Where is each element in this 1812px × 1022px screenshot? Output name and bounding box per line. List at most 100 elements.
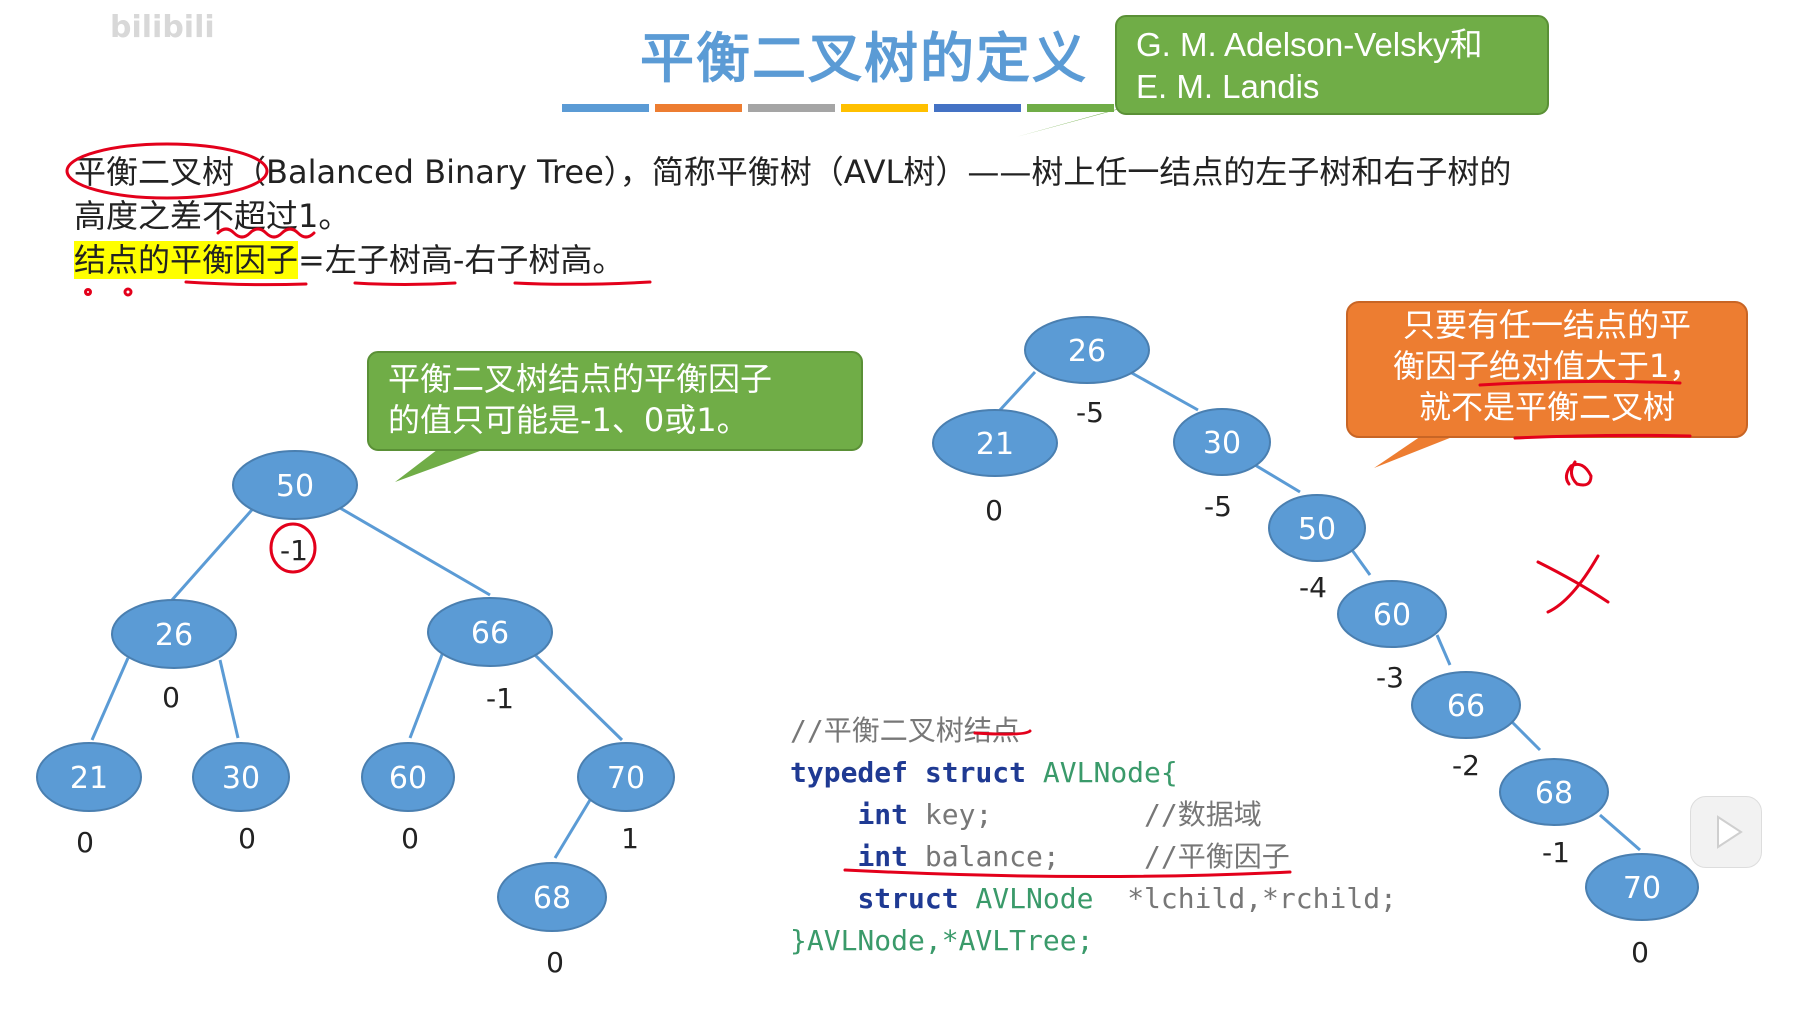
left-callout: 平衡二叉树结点的平衡因子 的值只可能是-1、0或1。 [388, 359, 772, 441]
right-callout-line1: 只要有任一结点的平 [1402, 306, 1691, 344]
right-tree-edge [998, 370, 1037, 412]
left-tree-edge [218, 659, 240, 739]
balance-factor: -2 [1452, 749, 1480, 782]
right-tree-balance-factors: -5 0 -5 -4 -3 -2 -1 0 [985, 396, 1649, 969]
left-tree-edge [170, 502, 260, 601]
inventor-callout-line1: G. M. Adelson-Velsky和 [1136, 26, 1483, 63]
code-type: AVLNode{ [1042, 756, 1178, 789]
tree-node [192, 742, 290, 812]
tree-node [577, 742, 675, 812]
tree-node [1585, 853, 1699, 921]
right-tree-edge [1435, 634, 1452, 666]
tree-node [1268, 494, 1366, 562]
definition-line2: 高度之差不超过1。 [74, 197, 351, 235]
annotation-circle-bf [269, 522, 317, 574]
tree-node [1337, 580, 1447, 648]
color-bar-segment [562, 104, 649, 112]
left-callout-line2: 的值只可能是-1、0或1。 [388, 401, 749, 439]
right-tree-keys: 26 21 30 50 60 66 68 70 [976, 334, 1661, 906]
annotation-underline [973, 729, 1032, 736]
balance-factor: 0 [1631, 936, 1649, 969]
tree-node [361, 742, 455, 812]
tree-node [427, 597, 553, 667]
definition-paragraph: 平衡二叉树（Balanced Binary Tree），简称平衡树（AVL树）—… [74, 150, 1511, 282]
tree-node [497, 862, 607, 932]
balance-factor: 0 [985, 494, 1003, 527]
left-tree-edge [553, 799, 592, 859]
right-tree-edge [1129, 370, 1199, 412]
code-keyword: struct [857, 882, 959, 915]
balance-factor: -1 [1542, 836, 1570, 869]
code-keyword: int [857, 798, 909, 831]
tree-node [1411, 671, 1521, 739]
annotation-underline-wavy [216, 227, 316, 239]
code-comment-inline: //数据域 [1144, 798, 1262, 831]
code-keyword: int [857, 840, 909, 873]
left-tree-edge [90, 657, 130, 741]
play-button[interactable] [1690, 796, 1762, 868]
balance-factor: 0 [162, 681, 180, 714]
code-keyword: typedef [790, 756, 909, 789]
left-callout-line1: 平衡二叉树结点的平衡因子 [388, 360, 773, 398]
right-callout-line2: 衡因子绝对值大于1， [1392, 347, 1702, 385]
node-key: 66 [471, 616, 509, 651]
node-key: 66 [1447, 689, 1485, 724]
right-callout: 只要有任一结点的平 衡因子绝对值大于1， 就不是平衡二叉树 [1347, 305, 1747, 428]
node-key: 68 [533, 881, 571, 916]
node-key: 26 [155, 618, 193, 653]
code-line-key: int key; //数据域 [790, 794, 1397, 836]
code-line-children: struct AVLNode *lchild,*rchild; [790, 878, 1396, 920]
annotation-underline [184, 280, 308, 287]
definition-line1: 平衡二叉树（Balanced Binary Tree），简称平衡树（AVL树）—… [74, 150, 1511, 194]
definition-line1-rest: （Balanced Binary Tree），简称平衡树（AVL树）——树上任一… [234, 153, 1512, 191]
right-tree-edge [1508, 718, 1542, 752]
inventor-callout: G. M. Adelson-Velsky和 E. M. Landis [1136, 24, 1483, 108]
left-tree-edges [90, 502, 624, 859]
play-icon [1717, 815, 1743, 849]
code-field: key; [924, 798, 993, 831]
node-key: 21 [70, 761, 108, 796]
left-tree-keys: 50 26 66 21 30 60 70 68 [70, 469, 645, 916]
right-tree-nodes [932, 316, 1699, 921]
balance-factor: 0 [76, 826, 94, 859]
balance-factor: -5 [1204, 490, 1232, 523]
color-bar-segment [841, 104, 928, 112]
balance-factor: -4 [1299, 571, 1327, 604]
annotation-dot [84, 288, 92, 296]
definition-term: 平衡二叉树 [74, 153, 235, 191]
code-comment: //平衡二叉树结点 [790, 714, 1020, 747]
node-key: 30 [1203, 426, 1241, 461]
balance-factor: -1 [280, 534, 308, 567]
annotation-underline [1478, 379, 1682, 387]
tree-node [232, 450, 358, 520]
balance-factor: 0 [401, 822, 419, 855]
balance-factor-label: 结点的平衡因子 [74, 241, 299, 279]
left-callout-box [367, 351, 863, 451]
tree-node [1173, 408, 1271, 476]
tree-node [1024, 316, 1150, 384]
balance-factor: 0 [546, 946, 564, 979]
balance-factor-formula: =左子树高-右子树高。 [298, 241, 625, 279]
node-key: 50 [276, 469, 314, 504]
tree-node [36, 742, 142, 812]
title-color-bar [562, 104, 1114, 112]
watermark-logo: bilibili [110, 10, 215, 45]
color-bar-segment [1027, 104, 1114, 112]
balance-factor: 1 [621, 822, 639, 855]
annotation-underline [843, 868, 1292, 879]
tree-node [932, 409, 1058, 477]
code-line-closing: }AVLNode,*AVLTree; [790, 924, 1094, 957]
right-tree-edges [998, 370, 1641, 852]
node-key: 30 [222, 761, 260, 796]
left-tree-edge [408, 651, 445, 739]
right-callout-tail [1374, 430, 1470, 468]
annotation-underline [353, 281, 457, 286]
node-key: 60 [1373, 598, 1411, 633]
code-line-balance: int balance; //平衡因子 [790, 836, 1397, 878]
annotation-circle-term [65, 142, 269, 200]
tree-node [1499, 758, 1609, 826]
node-key: 50 [1298, 512, 1336, 547]
color-bar-segment [748, 104, 835, 112]
page-title: 平衡二叉树的定义 [640, 27, 1088, 90]
handwritten-cross-icon [1536, 554, 1610, 614]
